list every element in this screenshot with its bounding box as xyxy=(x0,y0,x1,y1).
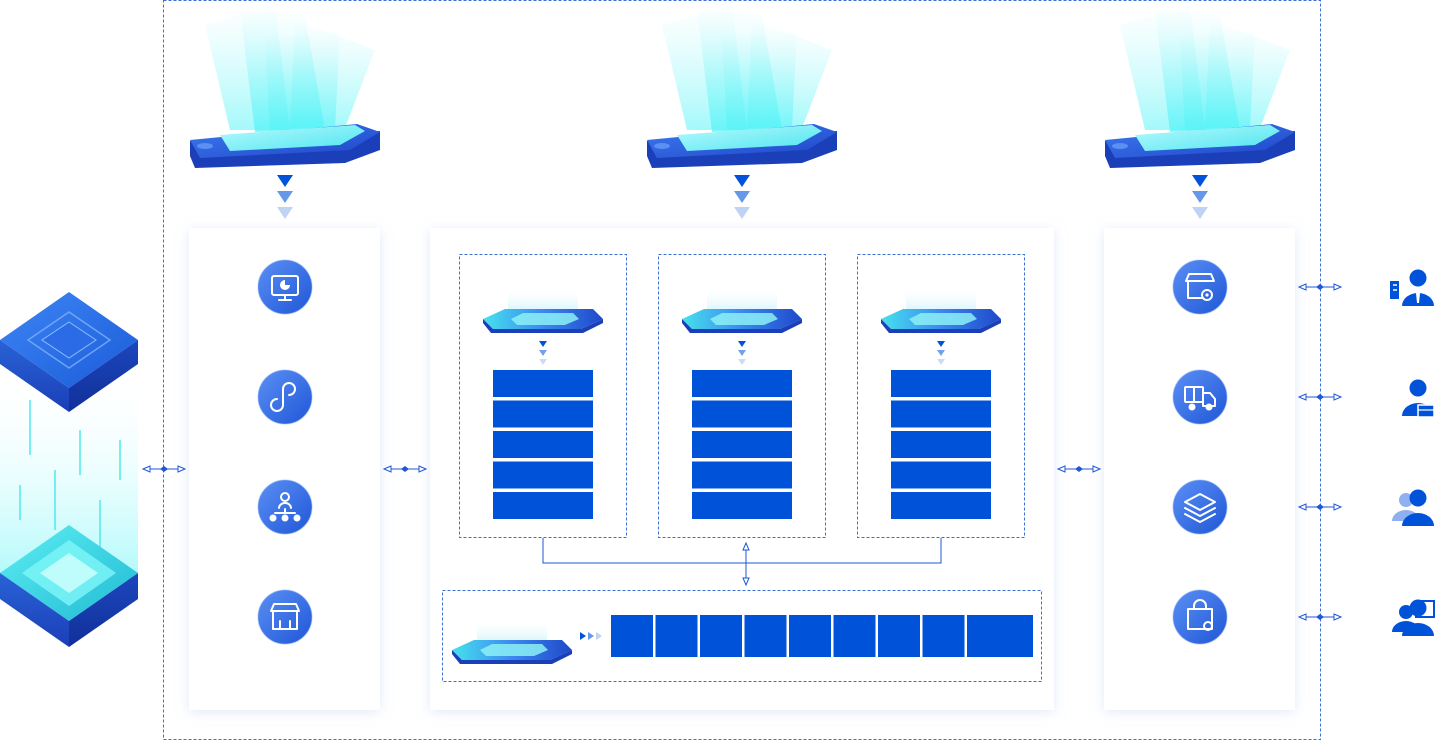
hologram-beam xyxy=(205,5,375,132)
device-phone-3 xyxy=(1105,5,1295,219)
bidirectional-arrow xyxy=(1297,283,1343,291)
column-connector xyxy=(542,538,942,587)
storage-block xyxy=(891,370,991,397)
storage-block xyxy=(493,461,593,489)
service-platform-chip xyxy=(483,287,603,333)
service-platform-chip xyxy=(682,287,802,333)
system-boundary xyxy=(163,0,1321,740)
phone-button xyxy=(197,143,213,149)
presenter-user-icon xyxy=(1392,599,1435,636)
organization-icon xyxy=(257,479,313,535)
storage-block xyxy=(493,431,593,458)
storage-block xyxy=(692,431,792,458)
delivery-truck-icon xyxy=(1172,369,1228,425)
phone-screen xyxy=(1135,125,1280,151)
right-arrows xyxy=(580,632,602,640)
storage-block xyxy=(493,370,593,397)
storage-block xyxy=(692,400,792,428)
down-arrows xyxy=(1192,175,1208,219)
shopping-bag-icon xyxy=(1172,589,1228,645)
hologram-beam xyxy=(1120,5,1290,132)
service-column-3 xyxy=(857,254,1025,538)
left-panel-icons xyxy=(257,259,313,645)
phone-button xyxy=(654,143,670,149)
server-node-top xyxy=(0,292,138,412)
server-stack xyxy=(0,292,138,647)
storage-block xyxy=(692,370,792,397)
phone-screen xyxy=(677,125,822,151)
down-arrows xyxy=(734,175,750,219)
service-column-2 xyxy=(658,254,826,538)
queue-cell xyxy=(789,615,831,657)
group-user-icon xyxy=(1392,489,1434,526)
dashboard-icon xyxy=(257,259,313,315)
store-icon xyxy=(257,589,313,645)
service-column-1 xyxy=(459,254,627,538)
down-arrows xyxy=(539,341,547,365)
layers-icon xyxy=(1172,479,1228,535)
staff-user-icon xyxy=(1402,379,1435,418)
bidirectional-arrow xyxy=(1297,393,1343,401)
storefront-settings-icon xyxy=(1172,259,1228,315)
bidirectional-arrow xyxy=(382,465,428,473)
devices xyxy=(190,5,1295,219)
user-icons xyxy=(1390,269,1435,636)
queue-cell xyxy=(967,615,1033,657)
queue-cell xyxy=(744,615,787,657)
service-platform-chip xyxy=(881,287,1001,333)
phone-button xyxy=(1112,143,1128,149)
storage-block xyxy=(692,461,792,489)
storage-block xyxy=(891,400,991,428)
device-phone-2 xyxy=(647,5,837,219)
down-arrows xyxy=(277,175,293,219)
queue-cell xyxy=(655,615,698,657)
bidirectional-arrow xyxy=(141,465,187,473)
server-node-bottom xyxy=(0,525,138,647)
bottom-row xyxy=(452,615,1033,664)
service-columns xyxy=(459,254,1025,538)
down-arrows xyxy=(937,341,945,365)
server-light-rays xyxy=(19,400,121,550)
bidirectional-arrow xyxy=(1056,465,1102,473)
manager-user-icon xyxy=(1390,269,1434,306)
mini-program-icon xyxy=(257,369,313,425)
storage-block xyxy=(891,431,991,458)
device-phone-1 xyxy=(190,5,380,219)
right-panel-icons xyxy=(1172,259,1228,645)
storage-block xyxy=(891,461,991,489)
queue-cell xyxy=(878,615,920,657)
queue-cell xyxy=(922,615,965,657)
storage-block xyxy=(891,492,991,519)
phone-screen xyxy=(220,125,365,151)
hologram-beam xyxy=(662,5,832,132)
bidirectional-arrow xyxy=(1297,613,1343,621)
storage-block xyxy=(692,492,792,519)
down-arrows xyxy=(738,341,746,365)
queue-cell xyxy=(700,615,742,657)
bidirectional-arrow xyxy=(1297,503,1343,511)
queue-cell xyxy=(611,615,653,657)
storage-block xyxy=(493,400,593,428)
storage-block xyxy=(493,492,593,519)
bidirectional-connectors xyxy=(141,283,1343,621)
bottom-platform-chip xyxy=(452,618,572,664)
queue-cell xyxy=(833,615,876,657)
